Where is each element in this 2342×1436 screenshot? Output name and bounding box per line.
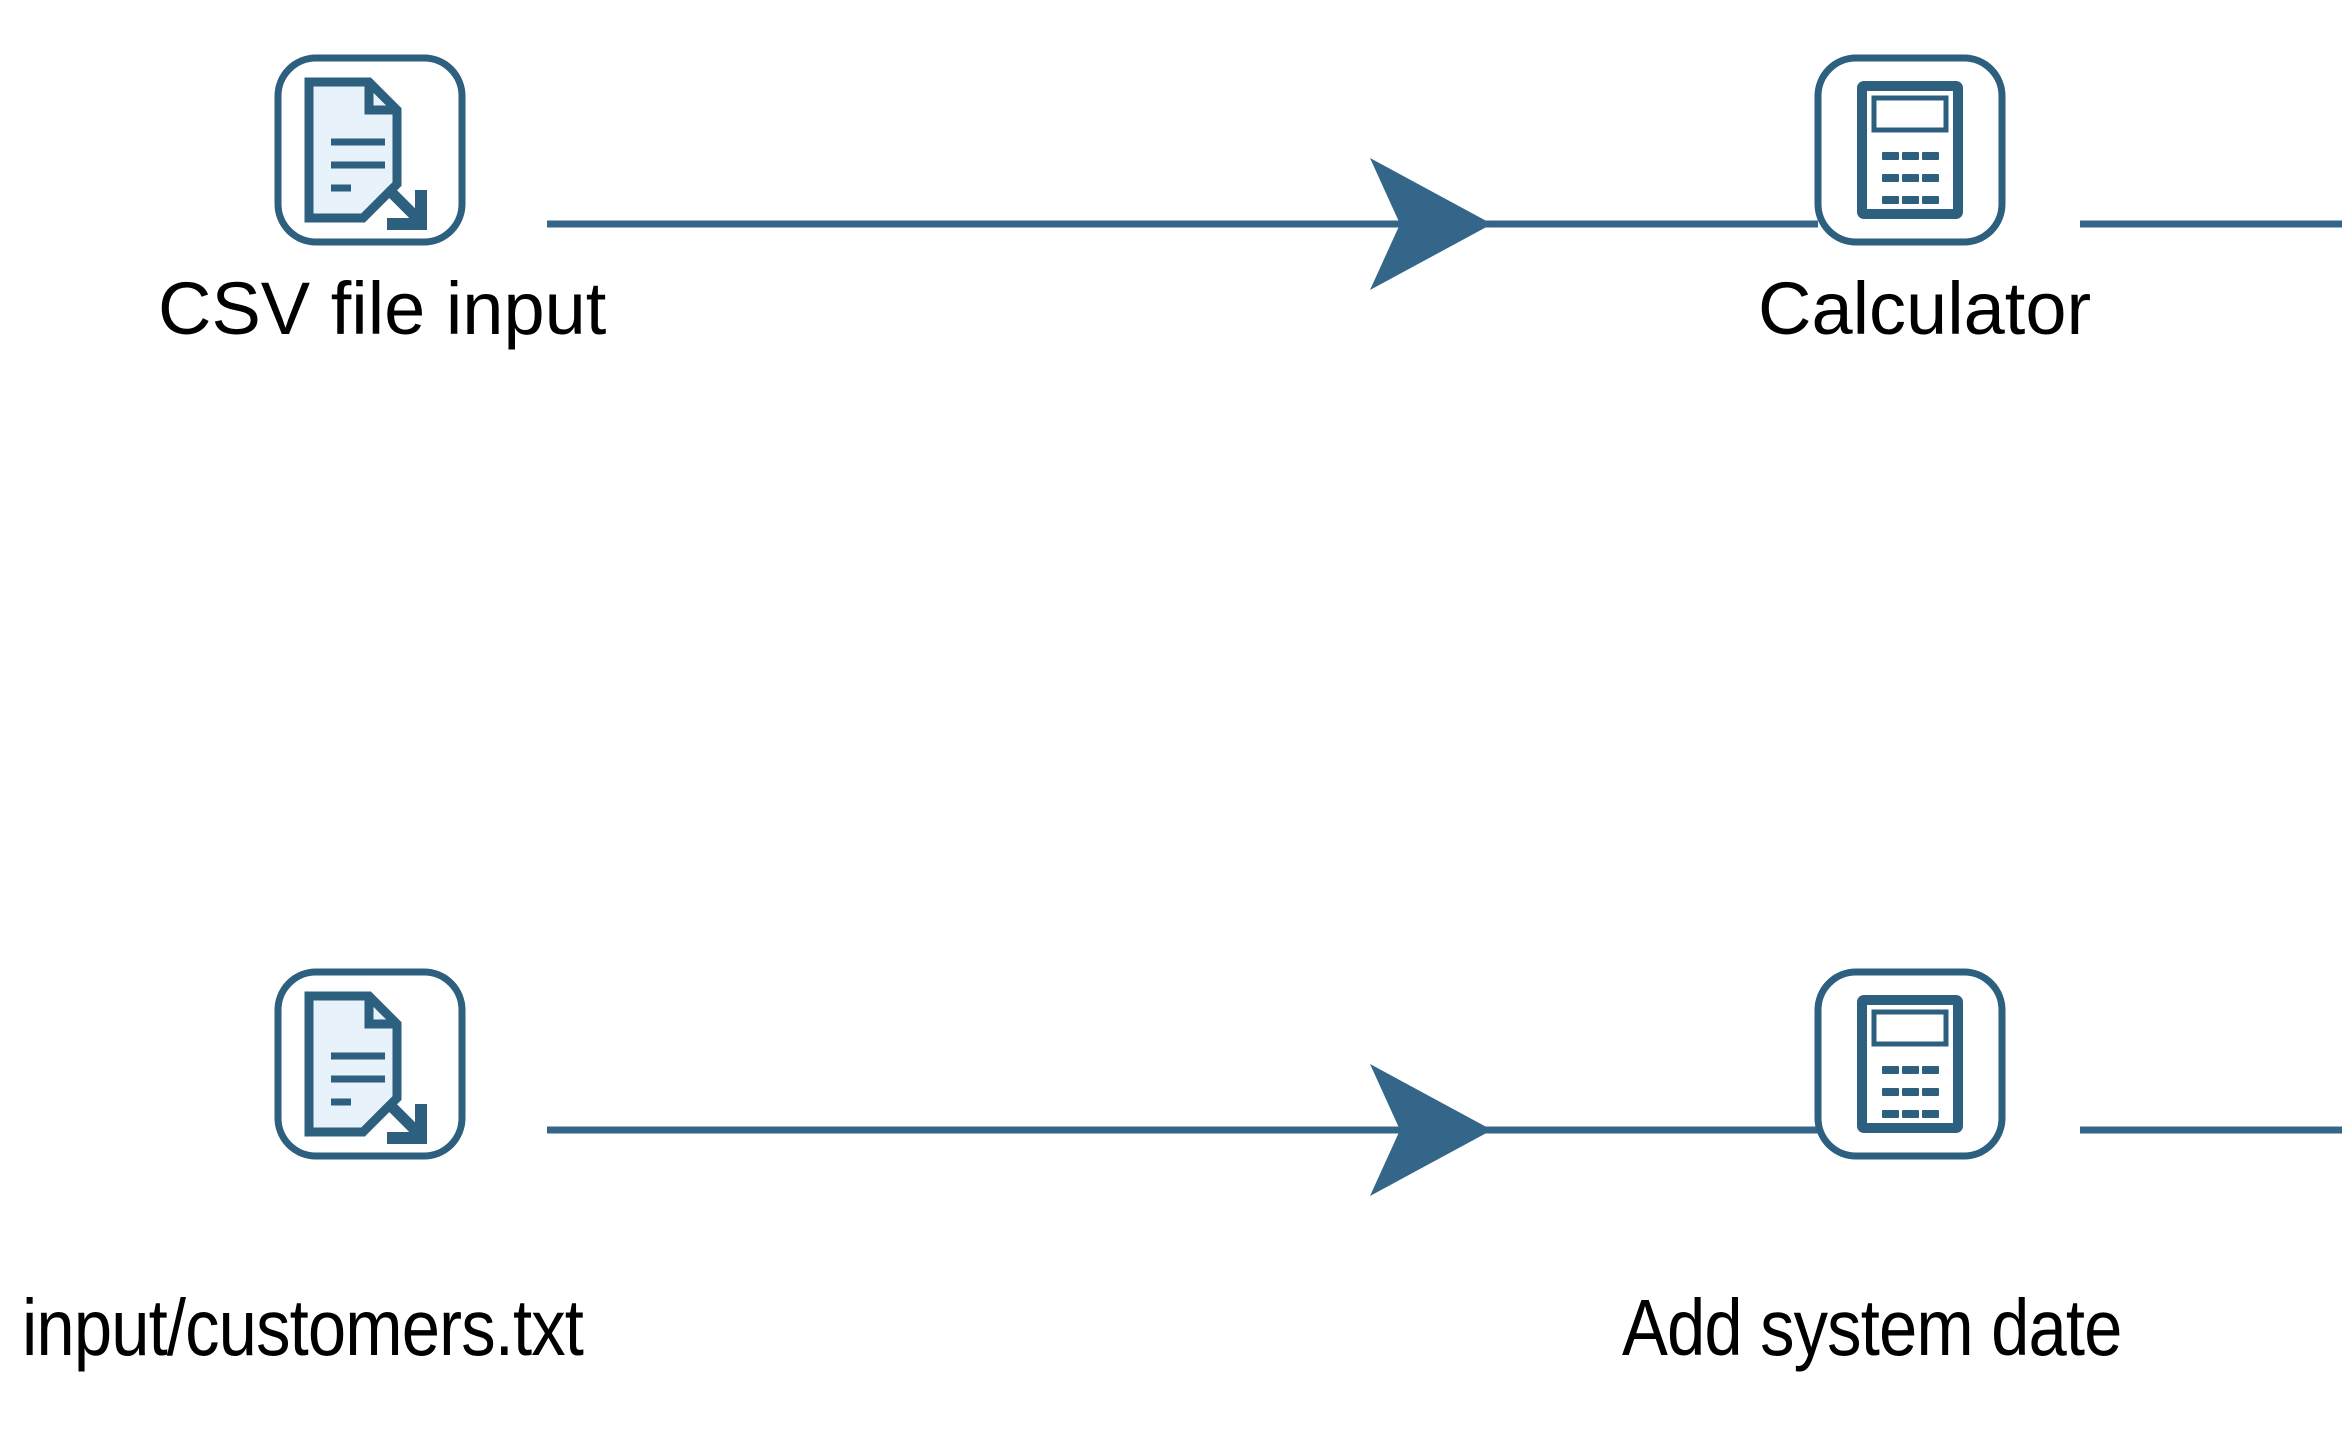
node-label-add-system-date: Add system date: [1622, 1283, 2122, 1372]
arrowhead-icon: [1370, 158, 1492, 290]
node-csv-file-input[interactable]: [274, 54, 466, 246]
node-label-input-customers-txt: input/customers.txt: [22, 1283, 584, 1372]
calculator-icon: [1862, 86, 1958, 214]
node-calculator[interactable]: [1814, 54, 2006, 246]
node-input-customers-txt[interactable]: [274, 968, 466, 1160]
connector-csv-to-calculator[interactable]: [547, 158, 1818, 290]
node-label-calculator: Calculator: [1758, 267, 2092, 350]
node-add-system-date[interactable]: [1814, 968, 2006, 1160]
arrowhead-icon: [1370, 1064, 1492, 1196]
node-label-csv-file-input: CSV file input: [158, 267, 607, 350]
connector-customers-to-adddate[interactable]: [547, 1064, 1818, 1196]
calculator-icon: [1862, 1000, 1958, 1128]
